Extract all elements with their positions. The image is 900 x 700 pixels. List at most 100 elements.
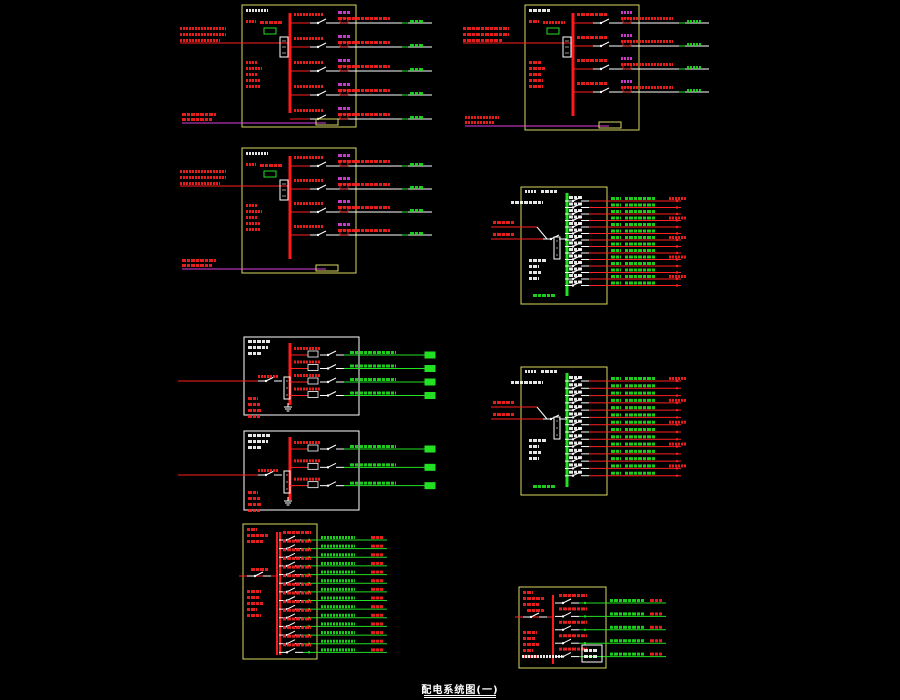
glyph-mark: [377, 378, 381, 381]
text-smudge: [577, 13, 607, 16]
glyph-mark: [301, 539, 304, 543]
glyph-mark: [632, 639, 636, 643]
glyph-mark: [321, 536, 323, 539]
glyph-mark: [294, 156, 296, 159]
glyph-mark: [351, 605, 353, 609]
glyph-mark: [374, 65, 378, 68]
glyph-mark: [502, 221, 505, 224]
glyph-mark: [540, 655, 542, 658]
glyph-mark: [253, 397, 256, 400]
breaker-contact: [562, 652, 572, 658]
glyph-mark: [647, 435, 651, 439]
meter-outline: [283, 376, 291, 400]
glyph-mark: [355, 351, 358, 354]
glyph-mark: [365, 229, 369, 232]
glyph-mark: [586, 634, 587, 638]
glyph-mark: [643, 442, 646, 446]
glyph-mark: [297, 61, 299, 64]
glyph-mark: [508, 27, 509, 30]
glyph-mark: [625, 435, 628, 439]
glyph-mark: [533, 294, 537, 297]
text-smudge: [610, 639, 644, 643]
glyph-mark: [611, 377, 615, 380]
glyph-mark: [306, 374, 308, 377]
glyph-mark: [620, 229, 621, 233]
glyph-mark: [625, 442, 628, 446]
glyph-mark: [333, 561, 335, 565]
glyph-mark: [684, 275, 686, 278]
breaker-contact: [572, 229, 582, 234]
text-smudge: [493, 233, 514, 236]
panel-9: [515, 586, 666, 669]
glyph-mark: [480, 116, 482, 119]
glyph-mark: [616, 249, 619, 252]
glyph-mark: [305, 556, 309, 560]
text-smudge: [371, 570, 383, 574]
text-smudge: [246, 210, 262, 213]
circuit-breaker-symbol: [565, 449, 589, 456]
glyph-mark: [523, 591, 526, 594]
glyph-mark: [253, 509, 256, 512]
glyph-mark: [327, 544, 329, 548]
panel-4: [491, 186, 686, 305]
glyph-mark: [621, 40, 623, 43]
glyph-mark: [569, 228, 573, 232]
glyph-mark: [373, 463, 376, 467]
glyph-mark: [306, 459, 308, 463]
text-smudge: [625, 210, 655, 213]
glyph-mark: [327, 622, 329, 626]
glyph-mark: [300, 441, 302, 444]
glyph-mark: [371, 605, 375, 609]
glyph-mark: [371, 570, 375, 574]
glyph-mark: [506, 413, 510, 416]
glyph-mark: [296, 626, 300, 630]
circuit-breaker-symbol: [565, 398, 589, 405]
glyph-mark: [681, 275, 683, 278]
glyph-mark: [305, 548, 309, 552]
glyph-mark: [333, 622, 335, 626]
glyph-mark: [347, 177, 350, 180]
glyph-mark: [309, 85, 311, 88]
glyph-mark: [321, 579, 323, 583]
text-smudge: [248, 397, 258, 400]
meter-box: [553, 236, 561, 260]
text-smudge: [283, 531, 311, 534]
glyph-mark: [563, 620, 567, 624]
glyph-mark: [253, 415, 256, 418]
glyph-mark: [283, 548, 286, 552]
text-smudge: [650, 625, 662, 629]
glyph-mark: [463, 39, 466, 42]
text-smudge: [338, 17, 390, 20]
glyph-mark: [627, 17, 629, 20]
glyph-mark: [343, 35, 346, 38]
glyph-mark: [305, 539, 309, 543]
text-smudge: [338, 229, 390, 232]
glyph-mark: [260, 614, 261, 617]
contactor-box: [307, 444, 319, 452]
text-smudge: [669, 442, 686, 446]
glyph-mark: [364, 463, 367, 467]
text-smudge: [371, 613, 383, 617]
ground-symbol: [284, 403, 292, 412]
glyph-mark: [183, 27, 185, 30]
glyph-mark: [355, 378, 358, 381]
glyph-mark: [616, 223, 619, 226]
glyph-mark: [269, 21, 273, 24]
glyph-mark: [616, 229, 619, 233]
glyph-mark: [213, 39, 215, 42]
glyph-mark: [368, 378, 372, 381]
glyph-mark: [266, 340, 270, 343]
glyph-mark: [330, 536, 332, 539]
glyph-mark: [616, 464, 619, 468]
glyph-mark: [287, 539, 291, 543]
glyph-mark: [374, 229, 378, 232]
glyph-mark: [523, 631, 526, 634]
breaker-contact: [572, 434, 582, 440]
glyph-mark: [477, 121, 479, 124]
breaker-contact: [572, 412, 582, 418]
feeder-end: [675, 438, 679, 441]
glyph-mark: [365, 160, 369, 163]
glyph-mark: [287, 643, 291, 647]
glyph-mark: [669, 40, 671, 43]
glyph-mark: [301, 565, 304, 569]
